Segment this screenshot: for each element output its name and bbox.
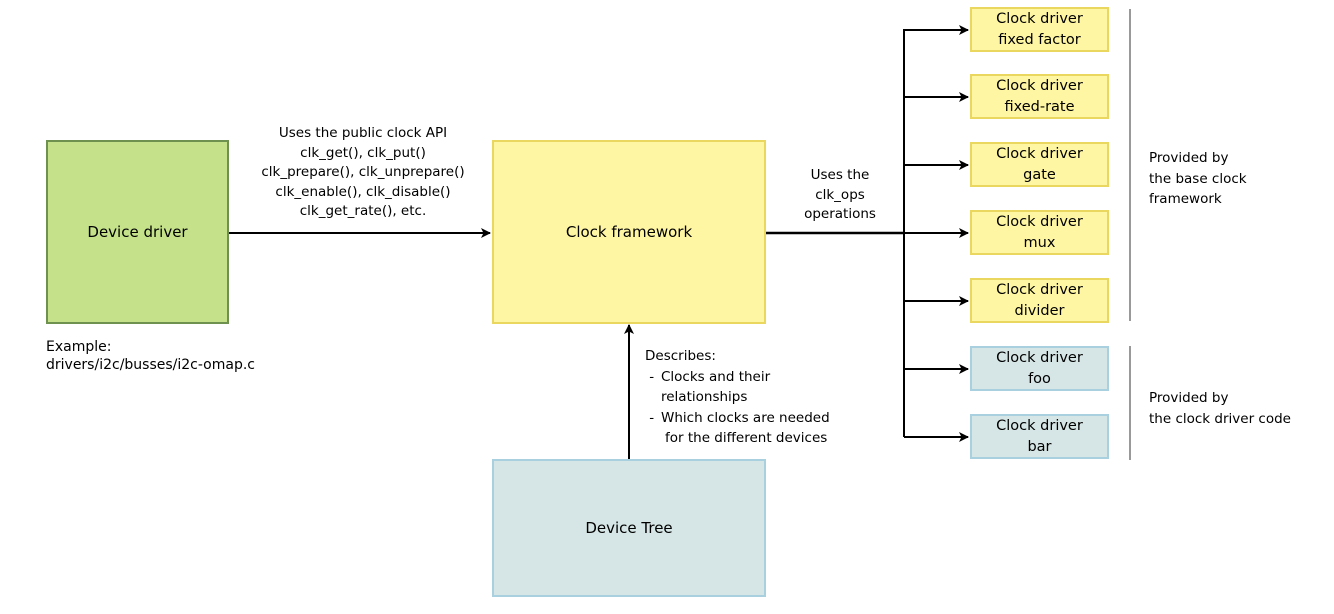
api-label-line: clk_get_rate(), etc.: [299, 203, 427, 219]
clock-driver-name: Clock driver: [996, 213, 1083, 230]
clock-driver-gate[interactable]: Clock driver gate: [970, 142, 1109, 187]
api-label-line: clk_get(), clk_put(): [300, 144, 426, 161]
device-tree-box[interactable]: Device Tree: [492, 459, 766, 597]
clock-driver-type: fixed factor: [998, 31, 1081, 48]
clock-framework-box[interactable]: Clock framework: [492, 140, 766, 324]
example-label: Example: drivers/i2c/busses/i2c-omap.c: [46, 338, 255, 374]
clock-driver-foo[interactable]: Clock driver foo: [970, 346, 1109, 391]
describes-item: - Clocks and their relationships: [645, 367, 830, 408]
group-label-line: framework: [1149, 191, 1222, 207]
group-label-line: the base clock: [1149, 170, 1247, 187]
clock-driver-type: fixed-rate: [1004, 98, 1075, 115]
clock-driver-mux[interactable]: Clock driver mux: [970, 210, 1109, 255]
clock-driver-name: Clock driver: [996, 145, 1083, 162]
group-label-line: Provided by: [1149, 390, 1229, 406]
clock-driver-fixed-factor[interactable]: Clock driver fixed factor: [970, 7, 1109, 52]
clock-driver-name: Clock driver: [996, 349, 1083, 366]
clock-driver-type: mux: [1023, 234, 1056, 251]
clock-driver-name: Clock driver: [996, 417, 1083, 434]
describes-item: - Which clocks are needed for the differ…: [645, 408, 830, 449]
device-tree-label: Device Tree: [585, 519, 673, 537]
group-label-line: the clock driver code: [1149, 410, 1291, 427]
device-driver-box[interactable]: Device driver: [46, 140, 229, 324]
ops-label-line: operations: [804, 206, 876, 222]
clock-driver-name: Clock driver: [996, 281, 1083, 298]
clock-framework-label: Clock framework: [565, 223, 693, 241]
group-label-line: Provided by: [1149, 150, 1229, 166]
describes-item-line: relationships: [661, 389, 748, 405]
base-group-label: Provided by the base clock framework: [1149, 148, 1247, 210]
custom-group-label: Provided by the clock driver code: [1149, 388, 1291, 429]
clock-driver-type: gate: [1023, 166, 1056, 183]
describes-title: Describes:: [645, 348, 716, 364]
ops-label: Uses the clk_ops operations: [790, 166, 890, 225]
clock-driver-fixed-rate[interactable]: Clock driver fixed-rate: [970, 74, 1109, 119]
device-driver-label: Device driver: [87, 223, 188, 241]
ops-label-line: clk_ops: [815, 186, 865, 203]
ops-label-line: Uses the: [810, 167, 870, 183]
describes-item-line: Which clocks are needed: [661, 409, 830, 426]
clock-driver-bar[interactable]: Clock driver bar: [970, 414, 1109, 459]
describes-item-line: Clocks and their: [661, 368, 771, 385]
clock-driver-name: Clock driver: [996, 77, 1083, 94]
api-label: Uses the public clock API clk_get(), clk…: [250, 124, 476, 222]
example-title: Example:: [46, 339, 112, 355]
describes-label: Describes: - Clocks and their relationsh…: [645, 346, 830, 449]
example-path: drivers/i2c/busses/i2c-omap.c: [46, 357, 256, 373]
describes-item-line: for the different devices: [665, 430, 828, 446]
clock-driver-name: Clock driver: [996, 10, 1083, 27]
clock-driver-type: divider: [1014, 302, 1065, 319]
clock-driver-type: foo: [1028, 370, 1051, 387]
api-label-line: clk_prepare(), clk_unprepare(): [261, 164, 465, 180]
clock-driver-divider[interactable]: Clock driver divider: [970, 278, 1109, 323]
clock-driver-type: bar: [1027, 438, 1052, 455]
api-label-line: clk_enable(), clk_disable(): [275, 183, 451, 200]
api-label-line: Uses the public clock API: [278, 125, 448, 141]
